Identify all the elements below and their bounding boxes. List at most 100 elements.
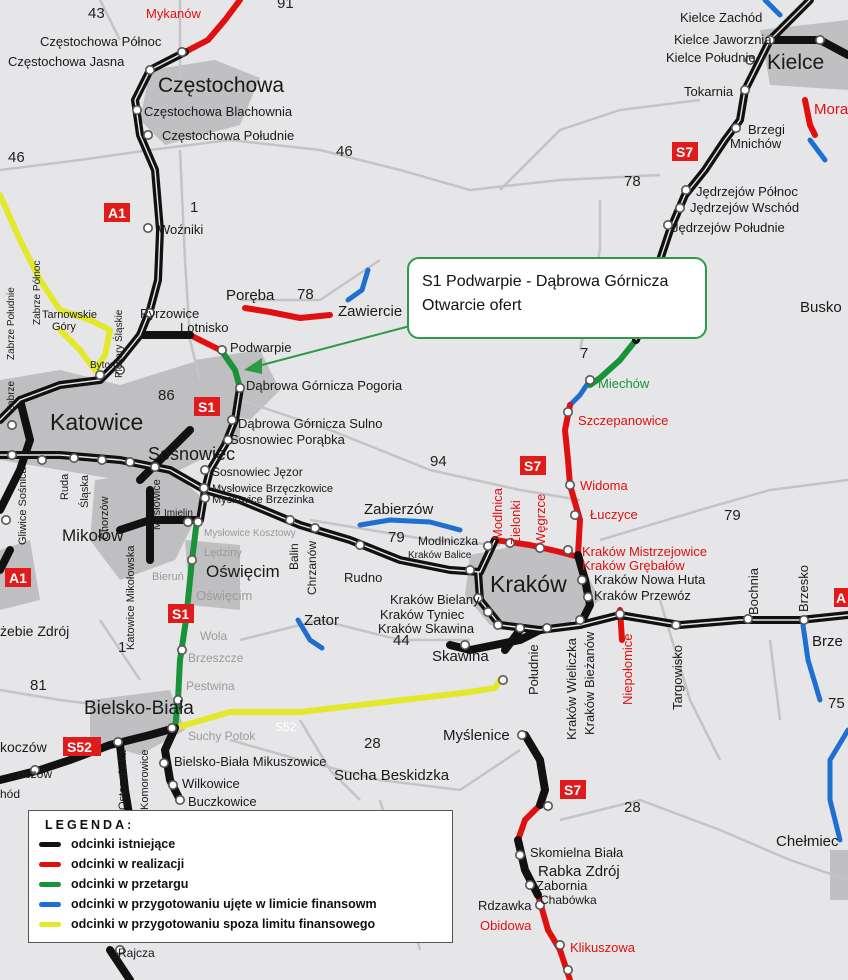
label-zabrze-a: Zabrze (6, 380, 17, 412)
legend-item-prep-outside: odcinki w przygotowaniu spoza limitu fin… (39, 914, 442, 934)
label-zator: Zator (304, 612, 339, 629)
legend-label-construction: odcinki w realizacji (71, 857, 185, 871)
road-number-81: 81 (30, 677, 47, 694)
label-sosn-poreba: Sosnowiec Porąbka (230, 432, 346, 447)
label-modlnica: Modlnica (490, 487, 505, 540)
label-zabrze-pn: Zabrze Północ (32, 261, 43, 325)
road-number-s52-inline: S52 (275, 720, 297, 734)
label-myslenice: Myślenice (443, 727, 510, 744)
city-mikolow: Mikołów (62, 526, 124, 545)
label-wilkowice: Wilkowice (182, 776, 240, 791)
legend-label-prep-limit: odcinki w przygotowaniu ujęte w limicie … (71, 897, 377, 911)
label-oswiecim-grey: Oświęcim (196, 588, 252, 603)
city-katowice: Katowice (50, 409, 143, 435)
label-zabierzow: Zabierzów (364, 501, 433, 518)
label-miechow: Miechów (598, 376, 650, 391)
label-czest-pd: Częstochowa Południe (162, 128, 294, 143)
road-number-78b: 78 (624, 173, 641, 190)
label-dg-sulno: Dąbrowa Górnicza Sulno (238, 416, 383, 431)
minor-roads (0, 0, 848, 951)
label-brzesko2: Brze (812, 633, 843, 650)
label-bierun: Bieruń (152, 571, 184, 583)
label-niepolomice: Niepołomice (620, 633, 635, 705)
label-brzeszcze: Brzeszcze (188, 651, 244, 665)
label-bytom: Bytom (90, 360, 118, 371)
svg-text:S7: S7 (524, 458, 541, 474)
shield-a-east: A (834, 588, 848, 607)
legend-swatch-prep-limit (39, 901, 61, 907)
label-kielce-zachod: Kielce Zachód (680, 10, 762, 25)
legend-item-construction: odcinki w realizacji (39, 854, 442, 874)
legend-label-prep-outside: odcinki w przygotowaniu spoza limitu fin… (71, 917, 376, 931)
label-hod: hód (0, 787, 20, 801)
callout-arrow (244, 325, 411, 374)
label-suchy-potok: Suchy Potok (188, 729, 256, 743)
label-bb-mikuszowice: Bielsko-Biała Mikuszowice (174, 754, 326, 769)
label-krakow-biezanow: Kraków Bieżanów (582, 631, 597, 735)
label-ruda: Ruda (59, 473, 71, 500)
label-gory: Góry (52, 321, 76, 333)
shield-s1-south: S1 (168, 604, 194, 623)
label-dg-pogoria: Dąbrowa Górnicza Pogoria (246, 378, 403, 393)
shield-s7-krakow: S7 (520, 456, 546, 475)
label-jedrz-pn: Jędrzejów Północ (696, 184, 798, 199)
label-krakow-nowa-huta: Kraków Nowa Huta (594, 572, 706, 587)
road-number-7: 7 (580, 345, 588, 362)
label-slaska: Śląska (78, 474, 91, 508)
label-krakow-skawina: Kraków Skawina (378, 621, 475, 636)
shield-a1-north: A1 (104, 203, 130, 222)
city-kielce: Kielce (767, 51, 824, 74)
road-number-94: 94 (430, 453, 447, 470)
svg-text:S1: S1 (198, 399, 215, 415)
label-tokarnia: Tokarnia (684, 84, 734, 99)
legend-label-existing: odcinki istniejące (71, 837, 176, 851)
road-number-79b: 79 (724, 507, 741, 524)
label-mora: Mora (814, 101, 848, 118)
label-rabka: Rabka Zdrój (538, 863, 620, 880)
label-ostoszowka: Ostoszówka (117, 749, 129, 810)
label-chelmiec: Chełmiec (776, 833, 839, 850)
city-bielsko-biala: Bielsko-Biała (84, 698, 194, 719)
legend-swatch-construction (39, 861, 61, 867)
label-pyrzowice: Pyrzowice (140, 306, 199, 321)
label-czest-jasna: Częstochowa Jasna (8, 54, 125, 69)
label-ledziny: Lędziny (204, 547, 242, 559)
shield-s7-north: S7 (672, 142, 698, 161)
label-mnichow: Mnichów (730, 136, 782, 151)
city-labels: Częstochowa Katowice Kraków Bielsko-Biał… (50, 51, 824, 719)
label-brzegi: Brzegi (748, 122, 785, 137)
label-komorowice: Komorowice (139, 749, 151, 810)
label-chorzow: Chorzów (99, 497, 111, 540)
label-zabornia: Zabornia (536, 878, 588, 893)
label-sosn-jezor: Sosnowiec Jęzor (212, 465, 303, 479)
svg-text:S52: S52 (67, 739, 92, 755)
label-kroczow: koczów (0, 739, 48, 755)
shields: A1 A1 S1 S1 S7 S7 S7 S52 A (5, 142, 848, 799)
road-number-86: 86 (158, 387, 175, 404)
legend-item-existing: odcinki istniejące (39, 834, 442, 854)
legend-swatch-prep-outside (39, 921, 61, 927)
label-tarnowskie: Tarnowskie (42, 309, 97, 321)
label-kroczow2: oczów (18, 767, 52, 781)
place-labels: Mykanów Częstochowa Północ Częstochowa J… (0, 6, 848, 960)
legend-swatch-existing (39, 841, 61, 847)
label-brzesko: Brzesko (796, 565, 811, 612)
label-chabowka: Chabówka (540, 893, 597, 907)
label-lotnisko: Lotnisko (180, 320, 228, 335)
label-zielonki: Zielonki (508, 500, 523, 545)
label-targowisko: Targowisko (670, 645, 685, 710)
road-number-28b: 28 (624, 799, 641, 816)
svg-text:A1: A1 (9, 570, 27, 586)
city-czestochowa: Częstochowa (158, 74, 284, 97)
label-imielin: Imielin (164, 508, 193, 519)
legend-item-prep-limit: odcinki w przygotowaniu ujęte w limicie … (39, 894, 442, 914)
callout-title: S1 Podwarpie - Dąbrowa Górnicza (422, 273, 669, 290)
label-krakow-wieliczka: Kraków Wieliczka (564, 637, 579, 740)
road-number-28a: 28 (364, 735, 381, 752)
svg-text:A: A (836, 590, 846, 606)
label-sucha: Sucha Beskidzka (334, 767, 450, 784)
legend-title: LEGENDA: (45, 818, 135, 832)
city-sosnowiec: Sosnowiec (148, 444, 235, 464)
legend-label-tender: odcinki w przetargu (71, 877, 189, 891)
